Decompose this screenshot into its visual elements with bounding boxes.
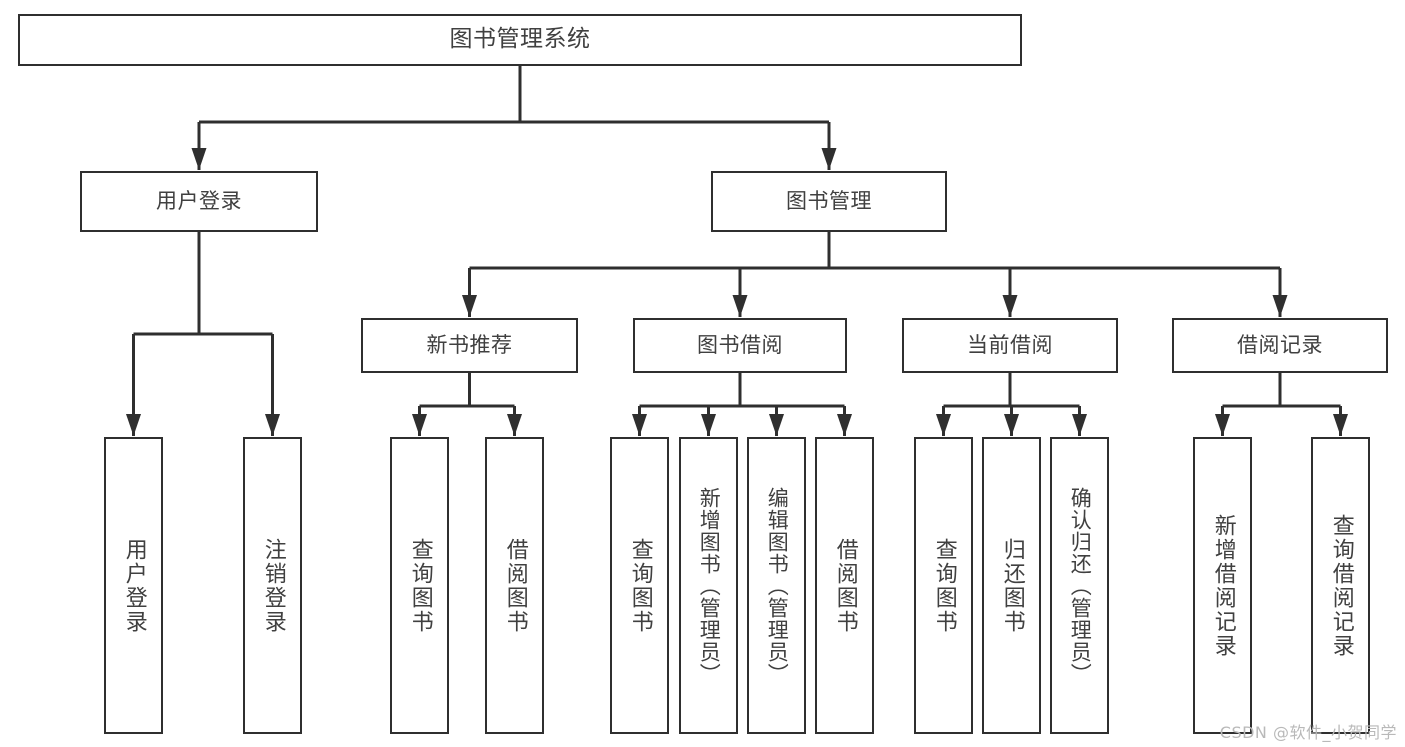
arrowhead xyxy=(191,148,207,170)
diagram-node-current[interactable]: 当前借阅 xyxy=(902,318,1118,373)
diagram-node-leaf11[interactable]: 确认归还（管理员） xyxy=(1050,437,1109,734)
node-label: 借阅图书 xyxy=(502,537,528,634)
arrowhead xyxy=(1333,414,1348,436)
arrowhead xyxy=(821,148,837,170)
node-label: 查询图书 xyxy=(407,537,433,634)
node-label: 借阅图书 xyxy=(832,537,858,634)
diagram-node-leaf12[interactable]: 新增借阅记录 xyxy=(1193,437,1252,734)
node-label: 编辑图书（管理员） xyxy=(765,486,790,685)
arrowhead xyxy=(462,295,477,317)
diagram-node-leaf6[interactable]: 新增图书（管理员） xyxy=(679,437,738,734)
node-label: 图书管理 xyxy=(786,189,872,214)
node-label: 用户登录 xyxy=(121,537,147,634)
diagram-node-leaf8[interactable]: 借阅图书 xyxy=(815,437,874,734)
diagram-node-leaf9[interactable]: 查询图书 xyxy=(914,437,973,734)
arrowhead xyxy=(732,295,748,317)
diagram-node-newbook[interactable]: 新书推荐 xyxy=(361,318,578,373)
diagram-node-leaf5[interactable]: 查询图书 xyxy=(610,437,669,734)
arrowhead xyxy=(632,414,647,436)
node-label: 注销登录 xyxy=(260,537,286,634)
arrowhead xyxy=(126,414,141,436)
diagram-node-leaf3[interactable]: 查询图书 xyxy=(390,437,449,734)
node-label: 借阅记录 xyxy=(1237,333,1323,358)
diagram-node-bookmgmt[interactable]: 图书管理 xyxy=(711,171,947,232)
arrowhead xyxy=(1004,414,1019,436)
diagram-node-root[interactable]: 图书管理系统 xyxy=(18,14,1022,66)
node-label: 查询借阅记录 xyxy=(1328,513,1354,658)
arrowhead xyxy=(412,414,427,436)
diagram-node-leaf13[interactable]: 查询借阅记录 xyxy=(1311,437,1370,734)
node-label: 用户登录 xyxy=(156,189,242,214)
node-label: 图书管理系统 xyxy=(449,26,591,53)
arrowhead xyxy=(837,414,852,436)
diagram-node-leaf1[interactable]: 用户登录 xyxy=(104,437,163,734)
diagram-node-records[interactable]: 借阅记录 xyxy=(1172,318,1388,373)
arrowhead xyxy=(1215,414,1230,436)
node-label: 查询图书 xyxy=(627,537,653,634)
node-label: 确认归还（管理员） xyxy=(1068,486,1093,685)
arrowhead xyxy=(1272,295,1288,317)
node-label: 归还图书 xyxy=(999,537,1025,634)
node-label: 新书推荐 xyxy=(426,333,513,358)
node-label: 图书借阅 xyxy=(697,333,783,358)
arrowhead xyxy=(769,414,784,436)
arrowhead xyxy=(265,414,280,436)
diagram-node-leaf4[interactable]: 借阅图书 xyxy=(485,437,544,734)
node-label: 查询图书 xyxy=(931,537,957,634)
diagram-node-leaf2[interactable]: 注销登录 xyxy=(243,437,302,734)
arrowhead xyxy=(1002,295,1018,317)
arrowhead xyxy=(701,414,716,436)
arrowhead xyxy=(507,414,522,436)
diagram-node-borrowbook[interactable]: 图书借阅 xyxy=(633,318,847,373)
diagram-node-leaf10[interactable]: 归还图书 xyxy=(982,437,1041,734)
node-label: 当前借阅 xyxy=(967,333,1053,358)
node-label: 新增借阅记录 xyxy=(1210,513,1236,658)
arrowhead xyxy=(1072,414,1087,436)
node-label: 新增图书（管理员） xyxy=(697,486,722,685)
diagram-node-login[interactable]: 用户登录 xyxy=(80,171,318,232)
arrowhead xyxy=(936,414,951,436)
diagram-node-leaf7[interactable]: 编辑图书（管理员） xyxy=(747,437,806,734)
